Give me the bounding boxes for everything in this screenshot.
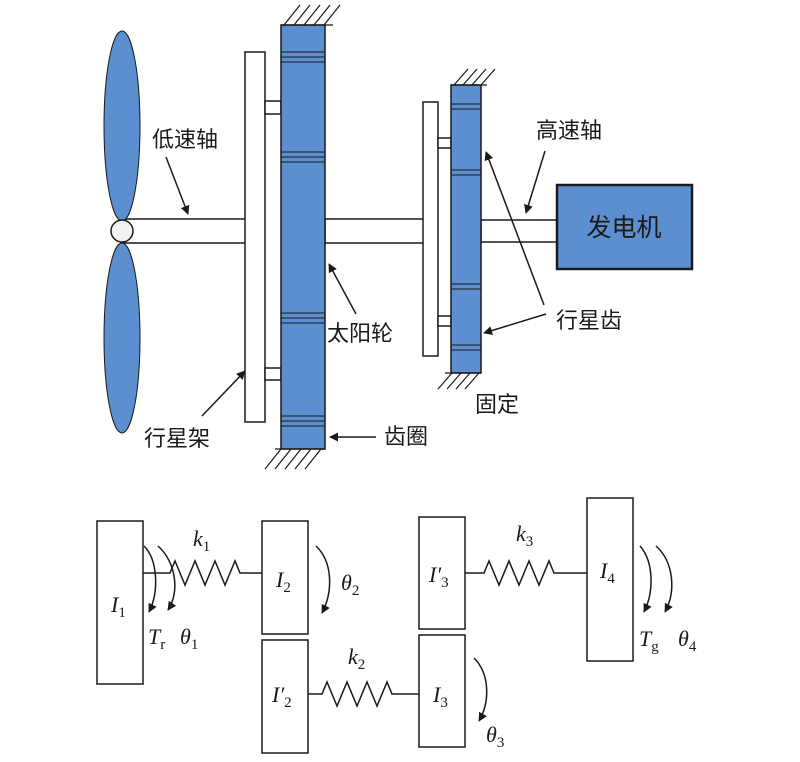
fixed-label: 固定: [475, 393, 519, 418]
ring-gear-label: 齿圈: [384, 425, 428, 450]
upper-blade: [103, 30, 141, 222]
label-i2p: I′2: [271, 682, 292, 711]
stage2-pin-upper: [437, 137, 452, 149]
stage1-teeth-bands: [281, 51, 325, 427]
label-k3: k3: [516, 521, 533, 550]
planet-carrier-label: 行星架: [144, 427, 210, 452]
label-theta3: θ3: [486, 722, 504, 751]
spring-k1: [143, 559, 262, 587]
inertia-block-i4: [586, 497, 634, 662]
theta2-arrow: [315, 545, 331, 614]
planet-gear-arrow-lower: [483, 313, 547, 335]
label-i3p: I′3: [428, 562, 449, 591]
label-theta1: θ1: [180, 624, 198, 653]
stage2-gear-block: [450, 84, 482, 374]
lower-blade: [103, 242, 141, 434]
ground-hatch-bottom-stage2: [437, 372, 481, 390]
carrier-pin-upper: [264, 100, 282, 115]
label-i2: I2: [275, 567, 291, 596]
drivetrain-schematic: 发电机 低速轴 高速轴 太阳轮 行星齿 行星架 齿圈 固定: [103, 4, 694, 470]
low-speed-shaft-arrow: [165, 156, 190, 215]
label-k1: k1: [193, 526, 210, 555]
theta1-arrow: [157, 545, 177, 611]
inertia-block-i3: [418, 634, 466, 748]
low-speed-shaft-label: 低速轴: [152, 128, 218, 153]
ground-hatch-bottom-stage1: [264, 448, 325, 470]
label-k2: k2: [348, 644, 365, 673]
rotor-hub: [110, 219, 134, 243]
torsional-model: I1 I2 I′2 I′3 I3 I4 k1 k2 k3 Tr θ1 θ2 θ3…: [96, 497, 697, 754]
planet-gear-arrow-upper: [484, 151, 545, 306]
stage2-teeth-bands: [451, 103, 481, 351]
inertia-block-i2: [261, 520, 309, 635]
torque-tg-arrow: [639, 545, 652, 613]
spring-k2: [308, 680, 419, 708]
label-i3: I3: [432, 682, 448, 711]
sun-gear-arrow: [328, 263, 357, 315]
planet-carrier-arrow: [201, 370, 246, 417]
label-i1: I1: [110, 592, 126, 621]
ground-hatch-top-stage1: [281, 4, 341, 26]
stage2-pin-lower: [437, 315, 452, 327]
high-speed-shaft-label: 高速轴: [536, 119, 602, 144]
generator-label: 发电机: [586, 213, 661, 242]
label-tr: Tr: [148, 624, 165, 653]
planet-gear-label: 行星齿: [556, 309, 622, 334]
low-speed-shaft: [120, 218, 247, 244]
theta4-arrow: [655, 545, 673, 613]
inertia-block-i2p: [261, 639, 309, 754]
spring-k3: [465, 559, 587, 587]
inertia-block-i1: [96, 520, 144, 685]
torque-tr-arrow: [143, 545, 157, 613]
carrier-pin-lower: [264, 367, 282, 381]
inertia-block-i3p: [418, 516, 466, 630]
label-tg: Tg: [639, 626, 659, 655]
label-theta2: θ2: [341, 570, 359, 599]
label-i4: I4: [599, 558, 615, 587]
planet-carrier-plate: [244, 51, 266, 423]
sun-gear-label: 太阳轮: [327, 322, 393, 347]
ground-hatch-top-stage2: [451, 68, 496, 86]
theta3-arrow: [473, 657, 488, 722]
intermediate-shaft: [324, 218, 426, 244]
stage2-carrier-plate: [422, 101, 439, 357]
generator-box: [555, 183, 694, 271]
high-speed-shaft-arrow: [524, 150, 546, 214]
stage1-gear-block: [280, 24, 326, 450]
label-theta4: θ4: [678, 626, 697, 655]
